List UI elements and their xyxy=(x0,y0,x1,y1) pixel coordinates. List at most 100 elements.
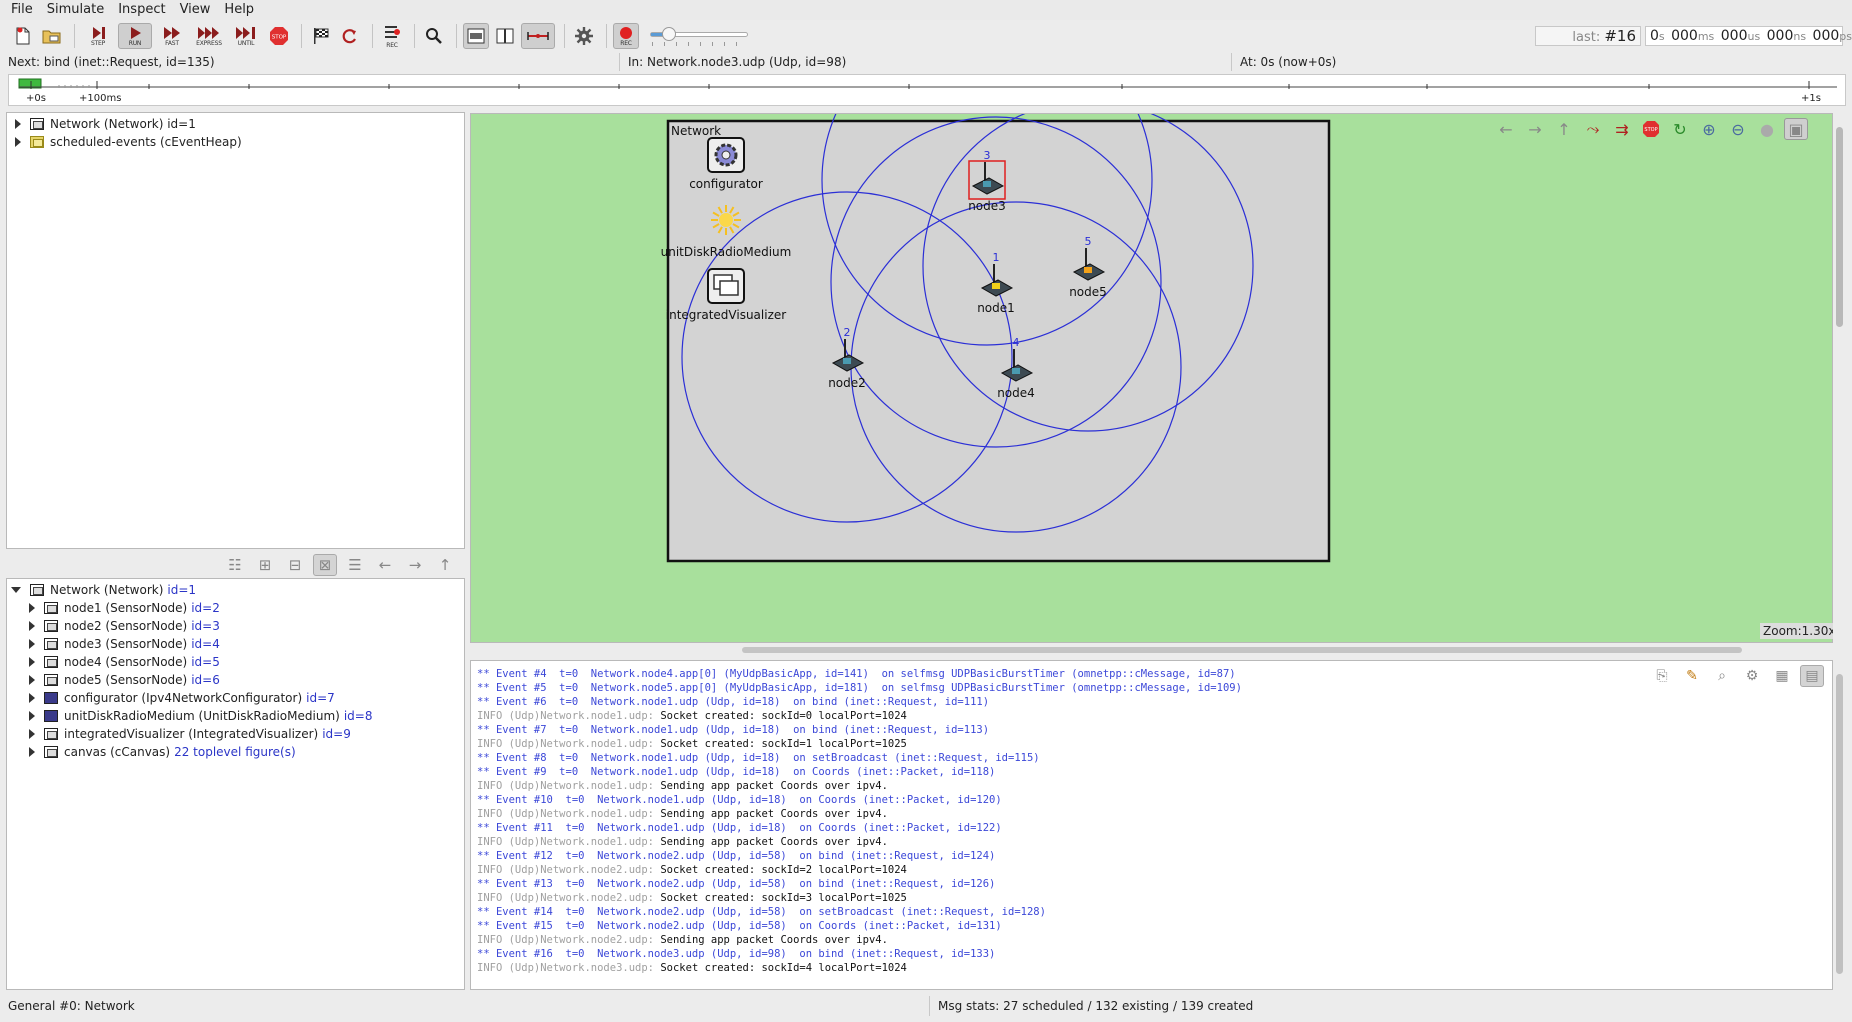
expand-arrow-icon[interactable] xyxy=(29,693,35,703)
step-button[interactable]: STEP xyxy=(81,23,115,49)
submodule-integratedVisualizer[interactable]: integratedVisualizer xyxy=(666,268,786,322)
radio-range-circle xyxy=(821,114,1153,346)
module-tree-row[interactable]: node2 (SensorNode)id=3 xyxy=(29,617,220,635)
menu-simulate[interactable]: Simulate xyxy=(46,2,105,17)
module-tree-toolbar: ☷ ⊞ ⊟ ⊠ ☰ ← → ↑ xyxy=(6,553,465,577)
forward-arrow-icon[interactable]: → xyxy=(1528,119,1542,139)
canvas-vertical-scrollbar[interactable] xyxy=(1833,113,1846,643)
expand-arrow-icon[interactable] xyxy=(29,621,35,631)
animation-speed-slider[interactable] xyxy=(650,24,750,48)
log-mode-icon[interactable]: ▤ xyxy=(1800,665,1824,687)
stop-button[interactable]: STOP xyxy=(266,23,292,49)
zoom-out-icon[interactable]: ⊖ xyxy=(1731,119,1745,139)
stop-icon[interactable]: STOP xyxy=(1639,118,1663,140)
rebuild-button[interactable] xyxy=(337,23,363,49)
module-tree-row[interactable]: node4 (SensorNode)id=5 xyxy=(29,653,220,671)
scrollbar-thumb[interactable] xyxy=(1836,674,1843,974)
timeline-event-marker[interactable] xyxy=(18,78,42,89)
list-view-icon[interactable]: ☰ xyxy=(348,556,362,574)
forward-arrow-icon[interactable]: → xyxy=(408,556,422,574)
load-ned-button[interactable] xyxy=(39,23,65,49)
relayout-icon[interactable]: ↻ xyxy=(1673,119,1687,139)
log-info-prefix: INFO (Udp)Network.node1.udp: xyxy=(477,780,655,792)
finish-button[interactable] xyxy=(308,23,334,49)
canvas-horizontal-scrollbar[interactable] xyxy=(470,643,1846,657)
run-until-button[interactable]: UNTIL xyxy=(229,23,263,49)
find-button[interactable] xyxy=(421,23,447,49)
preferences-button[interactable] xyxy=(571,23,597,49)
menu-view[interactable]: View xyxy=(179,2,211,17)
fast-run-button[interactable]: FAST xyxy=(155,23,189,49)
find-in-log-icon[interactable]: ⌕ xyxy=(1718,668,1726,684)
timeline-toggle-button[interactable] xyxy=(521,23,555,49)
flat-tree-icon[interactable]: ⊞ xyxy=(258,556,272,574)
back-arrow-icon[interactable]: ← xyxy=(1499,119,1513,139)
messages-mode-icon[interactable]: ▦ xyxy=(1775,668,1789,684)
up-arrow-icon[interactable]: ↑ xyxy=(1557,119,1571,139)
menu-inspect[interactable]: Inspect xyxy=(118,2,166,17)
module-tree-row[interactable]: unitDiskRadioMedium (UnitDiskRadioMedium… xyxy=(29,707,372,725)
submodule-unitDiskRadioMedium[interactable]: unitDiskRadioMedium xyxy=(661,205,792,259)
module-tree-row[interactable]: node5 (SensorNode)id=6 xyxy=(29,671,220,689)
event-recording-button[interactable]: REC xyxy=(379,23,405,49)
expand-arrow-icon[interactable] xyxy=(29,603,35,613)
step-to-module-icon[interactable]: ⤳ xyxy=(1586,119,1600,138)
expand-arrow-icon[interactable] xyxy=(29,729,35,739)
inheritance-tree-icon[interactable]: ⊟ xyxy=(288,556,302,574)
log-settings-icon[interactable]: ⚙ xyxy=(1745,668,1759,684)
animation-dot-icon[interactable]: ● xyxy=(1760,119,1774,139)
log-vertical-scrollbar[interactable] xyxy=(1833,660,1846,990)
children-tree-icon[interactable]: ⊠ xyxy=(313,554,337,576)
submodule-configurator[interactable]: configurator xyxy=(689,137,763,191)
log-pane[interactable]: ** Event #4 t=0 Network.node4.app[0] (My… xyxy=(470,660,1833,990)
expand-arrow-icon[interactable] xyxy=(29,711,35,721)
inspector-mode-icon[interactable]: ▣ xyxy=(1784,118,1808,140)
video-record-button[interactable]: REC xyxy=(613,23,639,49)
menu-help[interactable]: Help xyxy=(224,2,255,17)
up-arrow-icon[interactable]: ↑ xyxy=(438,556,452,574)
expand-arrow-icon[interactable] xyxy=(29,639,35,649)
filter-icon[interactable]: ✎ xyxy=(1686,668,1698,684)
run-button[interactable]: RUN xyxy=(118,23,152,49)
module-tree-row[interactable]: node3 (SensorNode)id=4 xyxy=(29,635,220,653)
module-tree-label: configurator (Ipv4NetworkConfigurator) xyxy=(64,691,303,705)
module-tree-pane[interactable]: Network (Network) id=1 node1 (SensorNode… xyxy=(6,578,465,990)
expand-arrow-icon[interactable] xyxy=(15,137,21,147)
scrollbar-thumb[interactable] xyxy=(742,647,1742,653)
expand-arrow-icon[interactable] xyxy=(29,747,35,757)
slider-knob[interactable] xyxy=(662,27,676,41)
new-run-button[interactable] xyxy=(10,23,36,49)
copy-icon[interactable]: ⎘ xyxy=(1656,668,1668,684)
module-tree-row[interactable]: node1 (SensorNode)id=2 xyxy=(29,599,220,617)
module-tree-row[interactable]: integratedVisualizer (IntegratedVisualiz… xyxy=(29,725,351,743)
toolbar-separator xyxy=(74,24,75,48)
group-by-icon[interactable]: ☷ xyxy=(228,556,242,574)
scrollbar-thumb[interactable] xyxy=(1836,127,1843,327)
zoom-in-icon[interactable]: ⊕ xyxy=(1702,119,1716,139)
layout-horizontal-button[interactable] xyxy=(463,23,489,49)
layout-vertical-button[interactable] xyxy=(492,23,518,49)
express-run-button[interactable]: EXPRESS xyxy=(192,23,226,49)
expand-arrow-icon[interactable] xyxy=(29,675,35,685)
collapse-arrow-icon[interactable] xyxy=(11,587,21,593)
timeline-label-100ms: +100ms xyxy=(79,93,121,104)
fast-to-module-icon[interactable]: ⇉ xyxy=(1615,119,1629,139)
object-tree-row-network[interactable]: Network (Network) id=1 xyxy=(15,115,196,133)
back-arrow-icon[interactable]: ← xyxy=(378,556,392,574)
module-tree-row[interactable]: configurator (Ipv4NetworkConfigurator)id… xyxy=(29,689,335,707)
network-svg: Network configuratorunitDiskRadioMediumi… xyxy=(661,114,1331,563)
menu-file[interactable]: File xyxy=(11,2,33,17)
object-tree-pane[interactable]: Network (Network) id=1 scheduled-events … xyxy=(6,112,465,549)
timeline[interactable]: +0s +100ms +1s xyxy=(8,74,1846,106)
expand-arrow-icon[interactable] xyxy=(15,119,21,129)
object-tree-row-scheduled-events[interactable]: scheduled-events (cEventHeap) xyxy=(15,133,242,151)
expand-arrow-icon[interactable] xyxy=(29,657,35,667)
module-tree-row[interactable]: canvas (cCanvas)22 toplevel figure(s) xyxy=(29,743,296,761)
module-tree-root[interactable]: Network (Network) id=1 xyxy=(11,581,196,599)
